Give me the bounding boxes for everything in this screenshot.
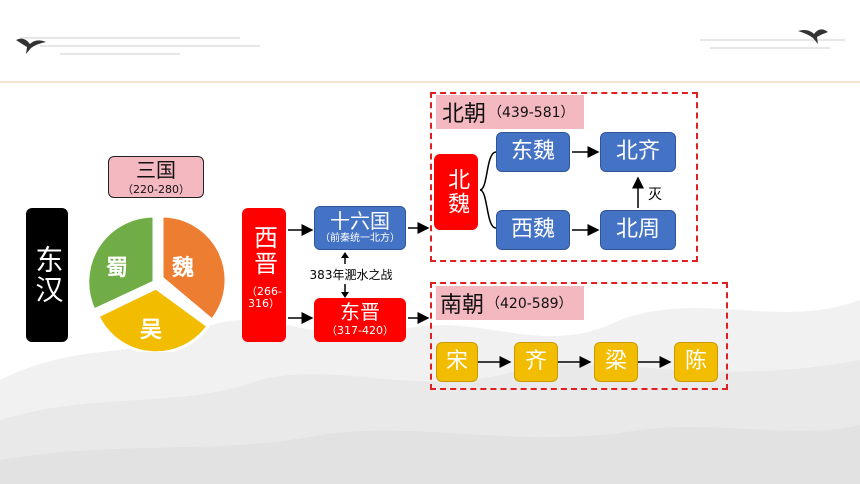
dongjin-box: 东晋 （317-420） — [314, 298, 406, 342]
qi-box: 齐 — [514, 342, 558, 382]
north-dynasties-frame — [430, 92, 698, 262]
xijin-years: （266-316） — [246, 285, 282, 310]
crane-right-icon — [798, 29, 828, 44]
north-years: （439-581） — [488, 105, 575, 121]
mie-label: 灭 — [648, 187, 662, 203]
dongjin-years: （317-420） — [326, 324, 394, 337]
qi-label: 齐 — [524, 348, 547, 374]
south-dynasties-label: 南朝 （420-589） — [436, 286, 584, 320]
beiqi-label: 北齐 — [615, 138, 660, 164]
song-label: 宋 — [445, 348, 468, 374]
dongjin-label: 东晋 — [340, 300, 380, 324]
shiliuguo-box: 十六国 （前秦统一北方） — [314, 206, 406, 250]
dongwei-box: 东魏 — [496, 132, 570, 172]
three-kingdoms-years: （220-280） — [122, 183, 190, 196]
xijin-label: 西晋 — [249, 225, 278, 277]
beiwei-label: 北魏 — [444, 168, 470, 216]
liang-label: 梁 — [604, 348, 627, 374]
beizhou-box: 北周 — [600, 210, 676, 250]
xiwei-box: 西魏 — [496, 210, 570, 250]
beizhou-label: 北周 — [615, 216, 660, 242]
xijin-box: 西晋 （266-316） — [242, 208, 286, 342]
three-kingdoms-title: 三国 — [136, 158, 176, 182]
liang-box: 梁 — [594, 342, 638, 382]
wu-label: 吴 — [140, 318, 163, 343]
shiliuguo-sub: （前秦统一北方） — [320, 233, 400, 244]
three-kingdoms-pie — [86, 214, 226, 352]
chen-label: 陈 — [684, 348, 707, 374]
crane-left-icon — [16, 38, 46, 54]
donghan-box: 东汉 — [26, 208, 68, 342]
beiqi-box: 北齐 — [600, 132, 676, 172]
dongwei-label: 东魏 — [510, 138, 555, 164]
chen-box: 陈 — [674, 342, 718, 382]
north-title: 北朝 — [442, 102, 487, 127]
donghan-label: 东汉 — [31, 245, 65, 305]
shu-slice — [86, 214, 156, 312]
three-kingdoms-label: 三国 （220-280） — [108, 156, 204, 198]
song-box: 宋 — [436, 342, 478, 382]
beiwei-box: 北魏 — [434, 154, 478, 230]
north-dynasties-label: 北朝 （439-581） — [436, 95, 584, 129]
wu-slice — [96, 286, 211, 352]
shu-label: 蜀 — [106, 256, 129, 281]
wei-label: 魏 — [172, 256, 195, 281]
south-dynasties-frame — [430, 282, 728, 390]
shiliuguo-label: 十六国 — [330, 209, 390, 233]
south-title: 南朝 — [440, 293, 485, 318]
south-years: （420-589） — [486, 296, 573, 312]
wei-slice — [160, 214, 226, 323]
battle-label: 383年淝水之战 — [309, 268, 393, 282]
xiwei-label: 西魏 — [510, 216, 555, 242]
